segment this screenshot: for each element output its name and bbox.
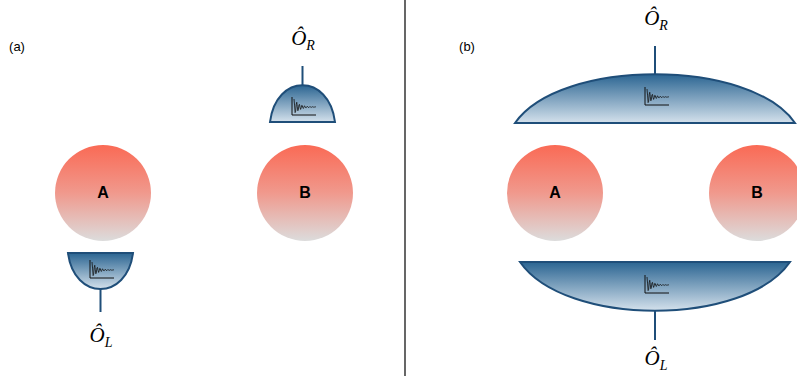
detector xyxy=(270,85,335,122)
detector-stem xyxy=(302,66,304,86)
detector-stem xyxy=(654,46,656,74)
signal-icon xyxy=(645,275,669,293)
detector xyxy=(68,253,133,289)
operator-label: ÔL xyxy=(645,346,668,374)
particle-label: B xyxy=(299,184,311,202)
particle-label: B xyxy=(751,184,763,202)
signal-icon xyxy=(645,87,669,105)
detector-stem xyxy=(100,289,102,312)
panel-label: (a) xyxy=(9,39,25,54)
particle-circle: A xyxy=(55,145,151,241)
particle-circle: A xyxy=(507,145,603,241)
detector xyxy=(520,262,790,311)
particle-label: A xyxy=(97,184,109,202)
panel-label: (b) xyxy=(459,39,475,54)
detector-stem xyxy=(654,311,656,340)
particle-circle: B xyxy=(257,145,353,241)
operator-label: ÔL xyxy=(90,323,113,351)
operator-label: ÔR xyxy=(291,26,315,54)
signal-icon xyxy=(292,97,316,115)
divider xyxy=(404,0,405,376)
particle-label: A xyxy=(549,184,561,202)
signal-icon xyxy=(90,260,114,278)
detector xyxy=(515,74,795,123)
operator-label: ÔR xyxy=(644,6,668,34)
particle-circle: B xyxy=(709,145,797,241)
